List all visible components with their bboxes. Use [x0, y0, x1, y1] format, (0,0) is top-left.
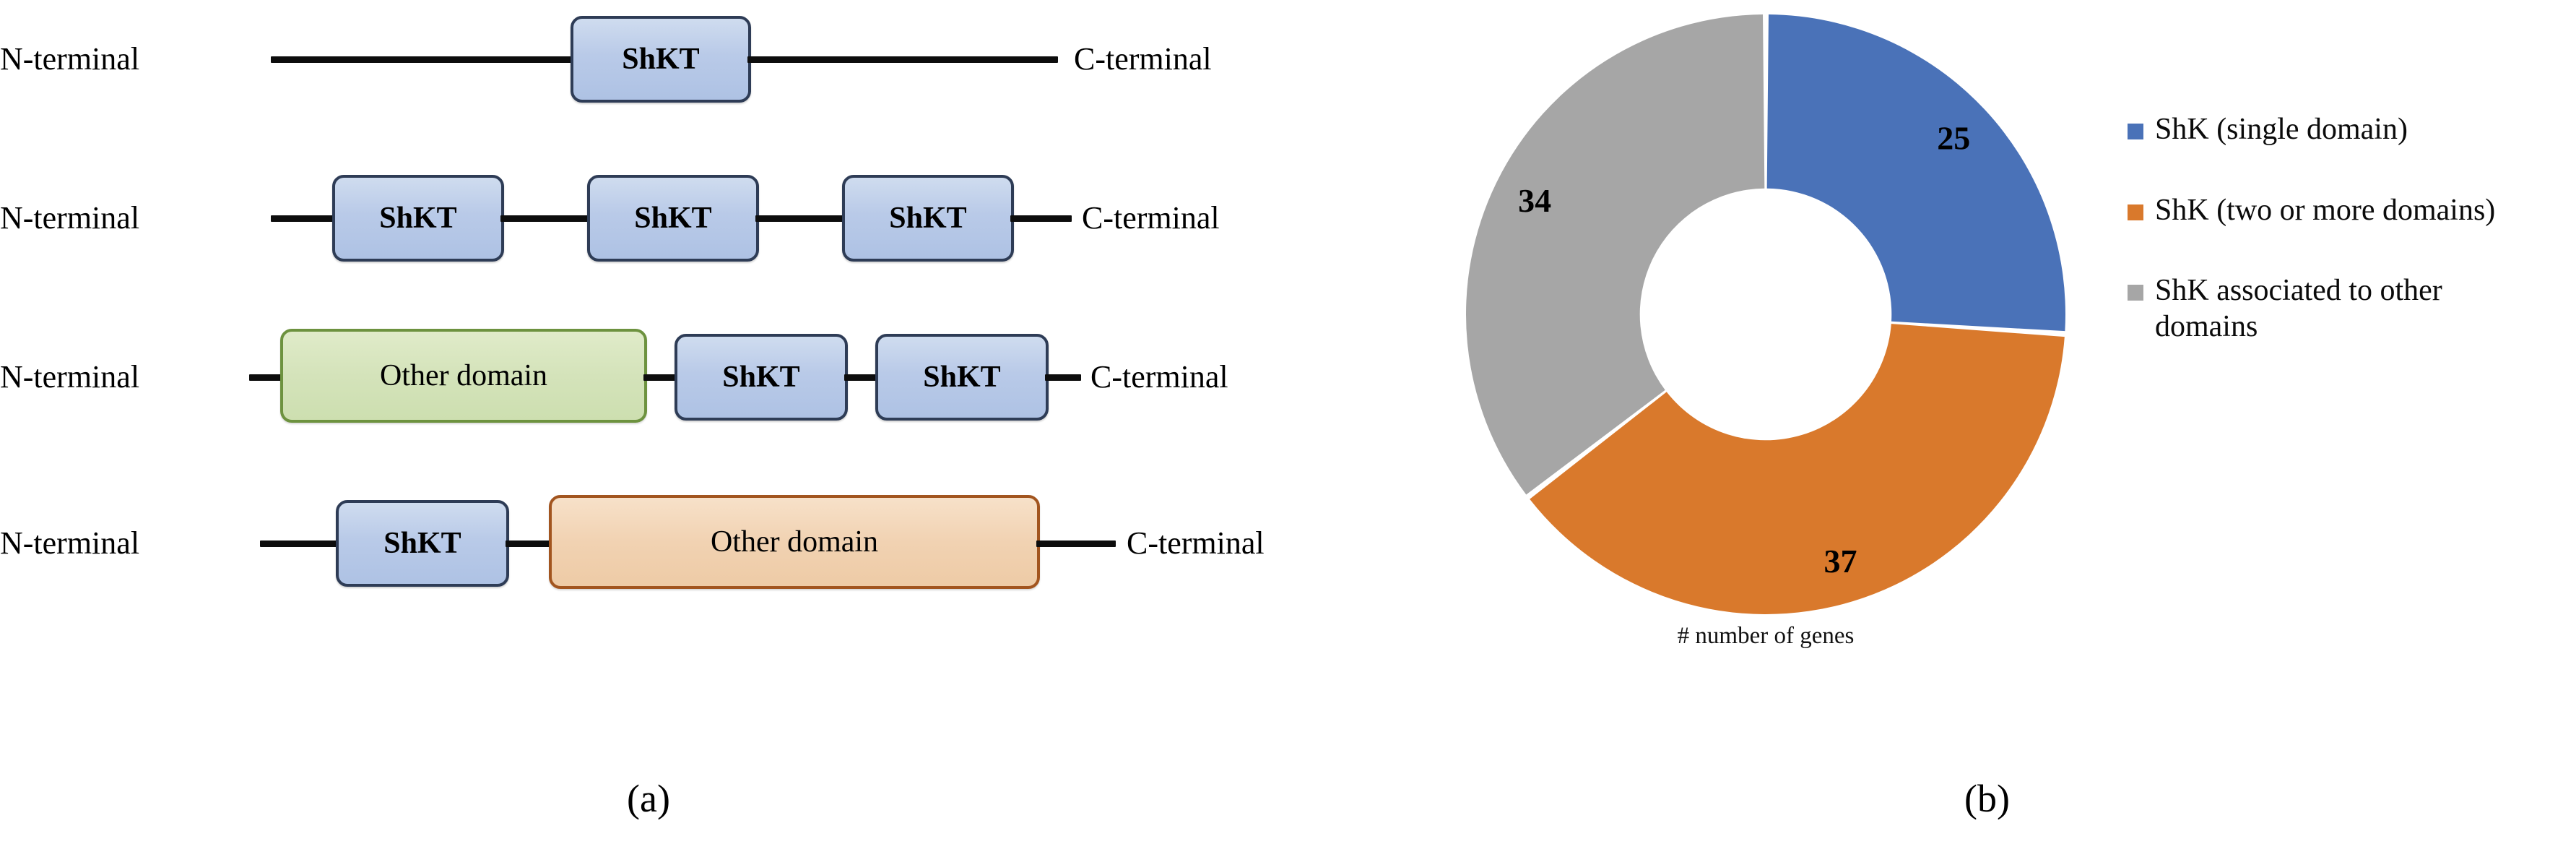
- n-terminal-label: N-terminal: [0, 525, 140, 561]
- panel-a-caption: (a): [627, 777, 670, 820]
- legend-swatch-icon: [2128, 204, 2143, 220]
- domain-box-shkt: ShKT: [587, 175, 759, 262]
- architecture-row-3: N-terminal Other domain ShKT ShKT C-term…: [0, 325, 1329, 434]
- domain-box-shkt: ShKT: [332, 175, 504, 262]
- architecture-row-4: N-terminal ShKT Other domain C-terminal: [0, 491, 1329, 600]
- domain-box-shkt: ShKT: [336, 500, 509, 587]
- n-terminal-label: N-terminal: [0, 200, 140, 236]
- backbone-segment: [1010, 215, 1072, 222]
- legend-item-label: ShK (two or more domains): [2155, 193, 2496, 227]
- panel-b-caption: (b): [1964, 777, 2010, 820]
- donut-data-label: 34: [1518, 182, 1551, 219]
- legend-swatch-icon: [2128, 285, 2143, 301]
- domain-box-other-domain: Other domain: [280, 329, 647, 423]
- backbone-segment: [643, 374, 680, 381]
- donut-slice[interactable]: [1466, 14, 1765, 495]
- domain-box-shkt: ShKT: [875, 334, 1049, 421]
- backbone-segment: [271, 215, 336, 222]
- n-terminal-label: N-terminal: [0, 41, 140, 77]
- donut-data-label-group: 25 37 34: [1518, 120, 1970, 580]
- backbone-segment: [1045, 374, 1081, 381]
- backbone-segment: [500, 215, 591, 222]
- donut-slice[interactable]: [1766, 14, 2065, 332]
- legend-item-shk-two-or-more-domains[interactable]: ShK (two or more domains): [2128, 193, 2561, 229]
- backbone-segment: [844, 374, 879, 381]
- architecture-row-2: N-terminal ShKT ShKT ShKT C-terminal: [0, 166, 1329, 275]
- backbone-segment: [506, 541, 555, 547]
- donut-slice[interactable]: [1530, 324, 2065, 615]
- c-terminal-label: C-terminal: [1082, 200, 1220, 236]
- domain-box-shkt: ShKT: [571, 16, 751, 103]
- c-terminal-label: C-terminal: [1074, 41, 1212, 77]
- donut-chart: 25 37 34: [1459, 7, 2073, 621]
- donut-slice-group: [1466, 14, 2065, 615]
- n-terminal-label: N-terminal: [0, 359, 140, 395]
- backbone-segment: [755, 215, 846, 222]
- donut-data-label: 25: [1937, 120, 1970, 157]
- c-terminal-label: C-terminal: [1127, 525, 1265, 561]
- domain-box-shkt: ShKT: [675, 334, 848, 421]
- legend-item-shk-single-domain[interactable]: ShK (single domain): [2128, 112, 2561, 148]
- donut-chart-svg: 25 37 34: [1466, 14, 2065, 615]
- backbone-segment: [271, 56, 574, 63]
- chart-legend: ShK (single domain) ShK (two or more dom…: [2128, 112, 2561, 389]
- legend-item-label: ShK (single domain): [2155, 113, 2408, 146]
- legend-item-label: ShK associated to other domains: [2155, 274, 2442, 343]
- legend-item-shk-associated-to-other-domains[interactable]: ShK associated to other domains: [2128, 273, 2561, 345]
- backbone-segment: [1036, 541, 1116, 547]
- domain-box-shkt: ShKT: [842, 175, 1014, 262]
- domain-box-other-domain: Other domain: [549, 495, 1040, 589]
- backbone-segment: [260, 541, 339, 547]
- architecture-row-1: N-terminal ShKT C-terminal: [0, 7, 1329, 116]
- backbone-segment: [249, 374, 285, 381]
- donut-caption: # number of genes: [1677, 623, 1855, 649]
- panel-b-donut-chart: 25 37 34 # number of genes ShK (single dom…: [1329, 0, 2576, 752]
- legend-swatch-icon: [2128, 124, 2143, 139]
- backbone-segment: [747, 56, 1058, 63]
- panel-a-domain-architectures: N-terminal ShKT C-terminal N-terminal Sh…: [0, 0, 1329, 752]
- c-terminal-label: C-terminal: [1090, 359, 1228, 395]
- donut-data-label: 37: [1824, 543, 1857, 580]
